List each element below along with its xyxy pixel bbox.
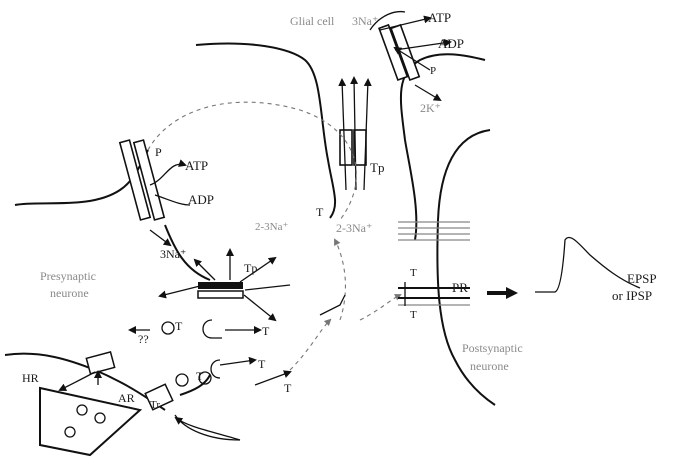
ipsp-label: or IPSP (612, 288, 652, 303)
atp-top-label: ATP (428, 10, 451, 25)
t-pr-top-label: T (410, 267, 417, 279)
ar-label: AR (118, 391, 135, 405)
na-top-label: 3Na⁺ (352, 14, 378, 28)
t-label-4: T (258, 357, 266, 371)
response-arrow (487, 287, 518, 299)
t-pr-bottom-label: T (410, 309, 417, 321)
t-center-label: T (316, 205, 324, 219)
t-label-5: T (284, 381, 292, 395)
t-label-3: T (196, 369, 204, 383)
labels: Glial cell 3Na⁺ ATP ADP P 2K⁺ Tp 2-3Na⁺ … (22, 10, 657, 411)
p-top-label: P (430, 65, 436, 77)
p-left-label: P (155, 145, 162, 159)
postsynaptic-label-1: Postsynaptic (462, 341, 523, 355)
na-center-label: 2-3Na⁺ (336, 221, 372, 235)
glial-na-k-pump (379, 18, 450, 100)
presynaptic-label-2: neurone (50, 286, 89, 300)
tp-left-label: Tp (244, 261, 257, 275)
presynaptic-label-1: Presynaptic (40, 269, 96, 283)
t-label-1: T (175, 319, 183, 333)
na-left2-label: 2-3Na⁺ (255, 221, 288, 233)
pr-label: PR (452, 280, 468, 295)
epsp-trace (535, 238, 640, 292)
glial-transporter (340, 78, 368, 190)
adp-left-label: ADP (188, 192, 214, 207)
glial-cell-label: Glial cell (290, 14, 335, 28)
epsp-label: EPSP (627, 271, 657, 286)
question-label: ?? (138, 332, 149, 346)
postsynaptic-label-2: neurone (470, 359, 509, 373)
adp-top-label: ADP (438, 36, 464, 51)
tr-label: Tr (150, 399, 160, 411)
atp-left-label: ATP (185, 158, 208, 173)
k-top-label: 2K⁺ (420, 101, 441, 115)
na-left-label: 3Na⁺ (160, 247, 186, 261)
tp-center-label: Tp (370, 160, 384, 175)
transmitter-diffusion (290, 240, 400, 370)
hr-label: HR (22, 371, 39, 385)
t-label-2: T (262, 324, 270, 338)
